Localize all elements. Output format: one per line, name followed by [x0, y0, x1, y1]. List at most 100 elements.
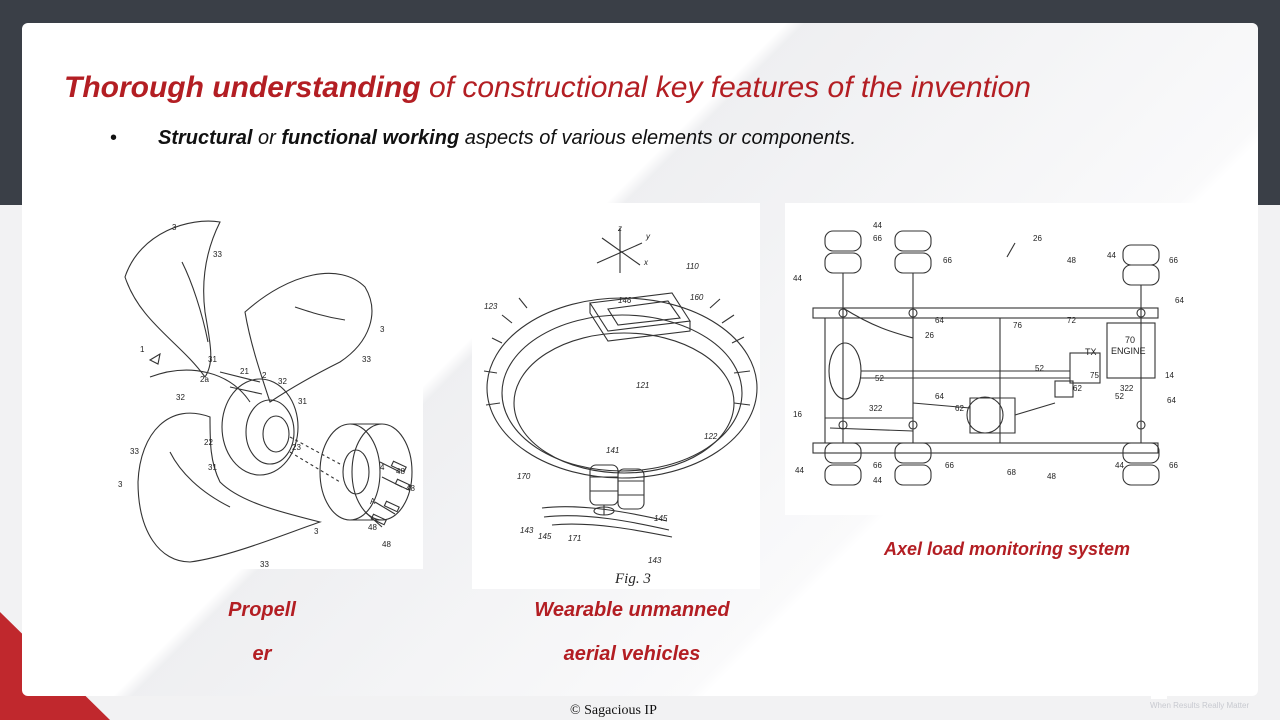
prop-label: 33 [130, 447, 139, 456]
sagacious-logo-icon [1151, 681, 1167, 699]
prop-label: A [370, 497, 376, 506]
axle-label: 75 [1090, 371, 1099, 380]
prop-label: 3 [380, 325, 385, 334]
prop-label: 32 [278, 377, 287, 386]
wear-label: 121 [636, 381, 649, 390]
axle-label: 44 [795, 466, 804, 475]
title-bold: Thorough understanding [64, 71, 421, 104]
axle-label: 52 [1115, 392, 1124, 401]
axle-label: 68 [1007, 468, 1016, 477]
axle-tx-label: TX [1085, 347, 1097, 357]
axle-label: 66 [1169, 256, 1178, 265]
axle-label: 72 [1067, 316, 1076, 325]
wear-label: 110 [686, 262, 699, 271]
prop-label: 32 [176, 393, 185, 402]
prop-label: 33 [260, 560, 269, 569]
wearable-uav-figure: z y x 110 123 146 160 121 122 141 170 14… [472, 203, 760, 589]
propeller-caption-line2: er [252, 643, 272, 665]
wearable-fig-label: Fig. 3 [614, 571, 651, 587]
axle-label: 26 [925, 331, 934, 340]
axle-label: 66 [873, 234, 882, 243]
axle-label: 14 [1165, 371, 1174, 380]
prop-label: 31 [298, 397, 307, 406]
axle-caption: Axel load monitoring system [883, 539, 1131, 559]
axle-label: 44 [873, 221, 882, 230]
prop-label: 22 [204, 438, 213, 447]
slide-card: Thorough understanding of constructional… [22, 23, 1258, 696]
wear-label: y [645, 232, 651, 241]
wear-label: 123 [484, 302, 498, 311]
wearable-uav-drawing: z y x 110 123 146 160 121 122 141 170 14… [483, 224, 758, 587]
prop-label: 23 [292, 443, 301, 452]
slide-title: Thorough understanding of constructional… [64, 71, 1031, 105]
bullet-bold-structural: Structural [158, 127, 253, 149]
axle-label: 64 [935, 392, 944, 401]
wear-label: 145 [538, 532, 552, 541]
axle-label: 44 [793, 274, 802, 283]
axle-label: 66 [945, 461, 954, 470]
prop-label: 48 [382, 540, 391, 549]
axle-load-figure: 26 44 66 66 48 44 66 44 64 64 26 76 72 5… [785, 203, 1194, 515]
prop-label: 31 [208, 463, 217, 472]
axle-label: 76 [1013, 321, 1022, 330]
prop-label: 21 [240, 367, 249, 376]
wear-label: 160 [690, 293, 704, 302]
axle-label: 26 [1033, 234, 1042, 243]
prop-label: 33 [362, 355, 371, 364]
axle-label: 322 [1120, 384, 1134, 393]
axle-label: 44 [1115, 461, 1124, 470]
axle-label: 62 [955, 404, 964, 413]
prop-label: 1 [140, 345, 145, 354]
propeller-figure: 3 33 31 1 2a 21 2 32 32 31 33 3 22 31 23… [110, 202, 423, 569]
copyright-footer: © Sagacious IP [570, 703, 657, 718]
prop-label: 31 [208, 355, 217, 364]
wear-label: 145 [654, 514, 668, 523]
prop-label: 4 [380, 463, 385, 472]
wear-label: 146 [618, 296, 632, 305]
logo-name: Sagacious IP [1170, 679, 1259, 696]
bullet-point: •Structural or functional working aspect… [110, 127, 856, 150]
wear-label: x [643, 258, 649, 267]
axle-label: 52 [875, 374, 884, 383]
prop-label: 48 [368, 523, 377, 532]
logo-tagline: When Results Really Matter [1150, 701, 1250, 710]
axle-label: 16 [793, 410, 802, 419]
axle-label: 66 [943, 256, 952, 265]
axle-label: 48 [1047, 472, 1056, 481]
axle-label: 322 [869, 404, 883, 413]
prop-label: 3 [314, 527, 319, 536]
prop-label: 3 [172, 223, 177, 232]
axle-label: 44 [873, 476, 882, 485]
prop-label: 33 [213, 250, 222, 259]
wear-label: 143 [648, 556, 662, 565]
wear-label: 171 [568, 534, 581, 543]
axle-label: 64 [1167, 396, 1176, 405]
title-rest: of constructional key features of the in… [428, 71, 1031, 104]
axle-label: 64 [1175, 296, 1184, 305]
axle-label: 62 [1073, 384, 1082, 393]
prop-label: 3 [118, 480, 123, 489]
prop-label: 2 [262, 371, 267, 380]
axle-label: 66 [873, 461, 882, 470]
prop-label: 48 [396, 467, 405, 476]
wearable-caption-line1: Wearable unmanned [534, 599, 730, 621]
wear-label: z [617, 224, 622, 233]
propeller-drawing: 3 33 31 1 2a 21 2 32 32 31 33 3 22 31 23… [118, 220, 415, 569]
wearable-caption: Wearable unmanned aerial vehicles [492, 588, 772, 676]
wear-label: 122 [704, 432, 718, 441]
propeller-caption-line1: Propell [228, 599, 296, 621]
axle-label: 48 [1067, 256, 1076, 265]
wear-label: 141 [606, 446, 619, 455]
sagacious-logo: Sagacious IP When Results Really Matter [1150, 678, 1270, 714]
axle-label: 64 [935, 316, 944, 325]
wear-label: 143 [520, 526, 534, 535]
axle-label: 66 [1169, 461, 1178, 470]
bullet-symbol: • [110, 127, 118, 149]
bullet-rest: aspects of various elements or component… [464, 127, 857, 149]
propeller-caption: Propell er [172, 588, 352, 676]
wearable-caption-line2: aerial vehicles [563, 643, 701, 665]
axle-load-drawing: 26 44 66 66 48 44 66 44 64 64 26 76 72 5… [793, 221, 1184, 486]
axle-label: 44 [1107, 251, 1116, 260]
prop-label: 48 [406, 484, 415, 493]
